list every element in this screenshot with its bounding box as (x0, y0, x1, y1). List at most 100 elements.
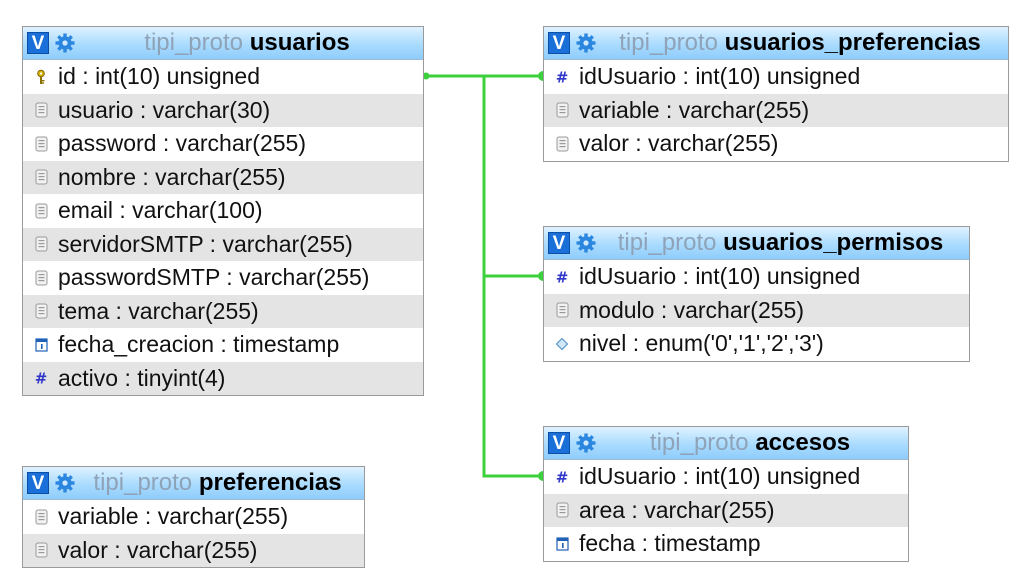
column-row[interactable]: nombre : varchar(255) (23, 160, 423, 194)
database-name: tipi_proto (619, 29, 718, 56)
text-column-icon (34, 303, 48, 319)
text-column-icon (34, 542, 48, 558)
column-label: activo : tinyint(4) (58, 364, 226, 391)
column-row[interactable]: tema : varchar(255) (23, 294, 423, 328)
text-column-icon (555, 136, 569, 152)
column-row[interactable]: area : varchar(255) (544, 493, 908, 527)
column-label: servidorSMTP : varchar(255) (58, 230, 353, 257)
date-column-icon (34, 337, 48, 353)
column-row[interactable]: valor : varchar(255) (544, 127, 1008, 161)
svg-text:#: # (556, 69, 569, 85)
table-header[interactable]: V tipi_proto usuarios_permisos (544, 227, 969, 260)
column-label: modulo : varchar(255) (579, 296, 804, 323)
gear-icon[interactable] (576, 233, 596, 253)
text-column-icon (34, 509, 48, 525)
text-column-icon (34, 102, 48, 118)
column-row[interactable]: valor : varchar(255) (23, 533, 364, 567)
numeric-column-icon: # (555, 469, 569, 485)
table-name: accesos (755, 429, 851, 456)
database-name: tipi_proto (649, 429, 749, 456)
column-label: usuario : varchar(30) (58, 96, 271, 123)
relation-line-usuarios_permisos (424, 74, 543, 278)
table-header[interactable]: V tipi_proto usuarios_preferencias (544, 27, 1008, 60)
column-row[interactable]: # idUsuario : int(10) unsigned (544, 60, 1008, 94)
table-title: tipi_proto accesos (596, 429, 908, 457)
numeric-column-icon: # (34, 370, 48, 386)
column-label: tema : varchar(255) (58, 297, 259, 324)
column-label: passwordSMTP : varchar(255) (58, 264, 370, 291)
database-name: tipi_proto (617, 229, 717, 256)
toggle-columns-button[interactable]: V (548, 432, 570, 454)
table-preferencias[interactable]: V tipi_proto preferencias variable : var… (22, 466, 365, 568)
column-row[interactable]: modulo : varchar(255) (544, 293, 969, 327)
column-label: valor : varchar(255) (58, 536, 258, 563)
svg-text:#: # (556, 469, 569, 485)
column-row[interactable]: fecha : timestamp (544, 527, 908, 561)
column-label: email : varchar(100) (58, 197, 263, 224)
column-label: idUsuario : int(10) unsigned (579, 63, 861, 90)
column-row[interactable]: # activo : tinyint(4) (23, 361, 423, 395)
column-list: id : int(10) unsigned usuario : varchar(3… (23, 60, 423, 395)
text-column-icon (34, 236, 48, 252)
table-usuarios-permisos[interactable]: V tipi_proto usuarios_permisos # idUsuari… (543, 226, 970, 362)
table-usuarios-preferencias[interactable]: V tipi_proto usuarios_preferencias # idUs… (543, 26, 1009, 162)
table-name: usuarios_preferencias (724, 29, 981, 56)
table-header[interactable]: V tipi_proto preferencias (23, 467, 364, 500)
toggle-columns-button[interactable]: V (27, 32, 49, 54)
toggle-columns-button[interactable]: V (548, 32, 570, 54)
column-label: valor : varchar(255) (579, 130, 779, 157)
toggle-columns-button[interactable]: V (27, 472, 49, 494)
column-row[interactable]: id : int(10) unsigned (23, 60, 423, 94)
text-column-icon (34, 203, 48, 219)
column-label: idUsuario : int(10) unsigned (579, 463, 861, 490)
enum-column-icon (555, 336, 569, 352)
gear-icon[interactable] (576, 433, 596, 453)
database-name: tipi_proto (93, 469, 193, 496)
text-column-icon (555, 502, 569, 518)
column-row[interactable]: servidorSMTP : varchar(255) (23, 227, 423, 261)
column-row[interactable]: nivel : enum('0','1','2','3') (544, 327, 969, 361)
column-row[interactable]: # idUsuario : int(10) unsigned (544, 460, 908, 494)
database-name: tipi_proto (144, 29, 244, 56)
table-accesos[interactable]: V tipi_proto accesos # idUsuario : int(10… (543, 426, 909, 562)
column-label: area : varchar(255) (579, 496, 775, 523)
table-header[interactable]: V tipi_proto accesos (544, 427, 908, 460)
relation-line-accesos (424, 74, 543, 478)
column-label: fecha_creacion : timestamp (58, 331, 340, 358)
column-label: id : int(10) unsigned (58, 63, 261, 90)
column-label: variable : varchar(255) (579, 96, 810, 123)
column-list: variable : varchar(255) valor : varchar(2… (23, 500, 364, 567)
table-name: usuarios_permisos (723, 229, 944, 256)
text-column-icon (34, 270, 48, 286)
primary-key-icon (34, 69, 48, 85)
toggle-columns-button[interactable]: V (548, 232, 570, 254)
table-title: tipi_proto usuarios_preferencias (596, 29, 1008, 57)
svg-text:#: # (556, 269, 569, 285)
column-label: password : varchar(255) (58, 130, 306, 157)
column-row[interactable]: fecha_creacion : timestamp (23, 328, 423, 362)
column-row[interactable]: password : varchar(255) (23, 127, 423, 161)
gear-icon[interactable] (55, 473, 75, 493)
column-row[interactable]: email : varchar(100) (23, 194, 423, 228)
column-label: idUsuario : int(10) unsigned (579, 263, 861, 290)
column-row[interactable]: # idUsuario : int(10) unsigned (544, 260, 969, 294)
gear-icon[interactable] (576, 33, 596, 53)
date-column-icon (555, 536, 569, 552)
table-title: tipi_proto usuarios_permisos (596, 229, 969, 257)
numeric-column-icon: # (555, 69, 569, 85)
table-header[interactable]: V tipi_proto usuarios (23, 27, 423, 60)
column-label: variable : varchar(255) (58, 503, 289, 530)
table-title: tipi_proto usuarios (75, 29, 423, 57)
text-column-icon (555, 302, 569, 318)
gear-icon[interactable] (55, 33, 75, 53)
column-row[interactable]: variable : varchar(255) (544, 93, 1008, 127)
column-list: # idUsuario : int(10) unsigned modulo : va… (544, 260, 969, 361)
table-usuarios[interactable]: V tipi_proto usuarios id : int(10) unsig… (22, 26, 424, 396)
table-name: preferencias (198, 469, 342, 496)
column-row[interactable]: variable : varchar(255) (23, 500, 364, 534)
column-row[interactable]: passwordSMTP : varchar(255) (23, 261, 423, 295)
table-name: usuarios (249, 29, 350, 56)
text-column-icon (34, 136, 48, 152)
column-row[interactable]: usuario : varchar(30) (23, 93, 423, 127)
text-column-icon (34, 169, 48, 185)
